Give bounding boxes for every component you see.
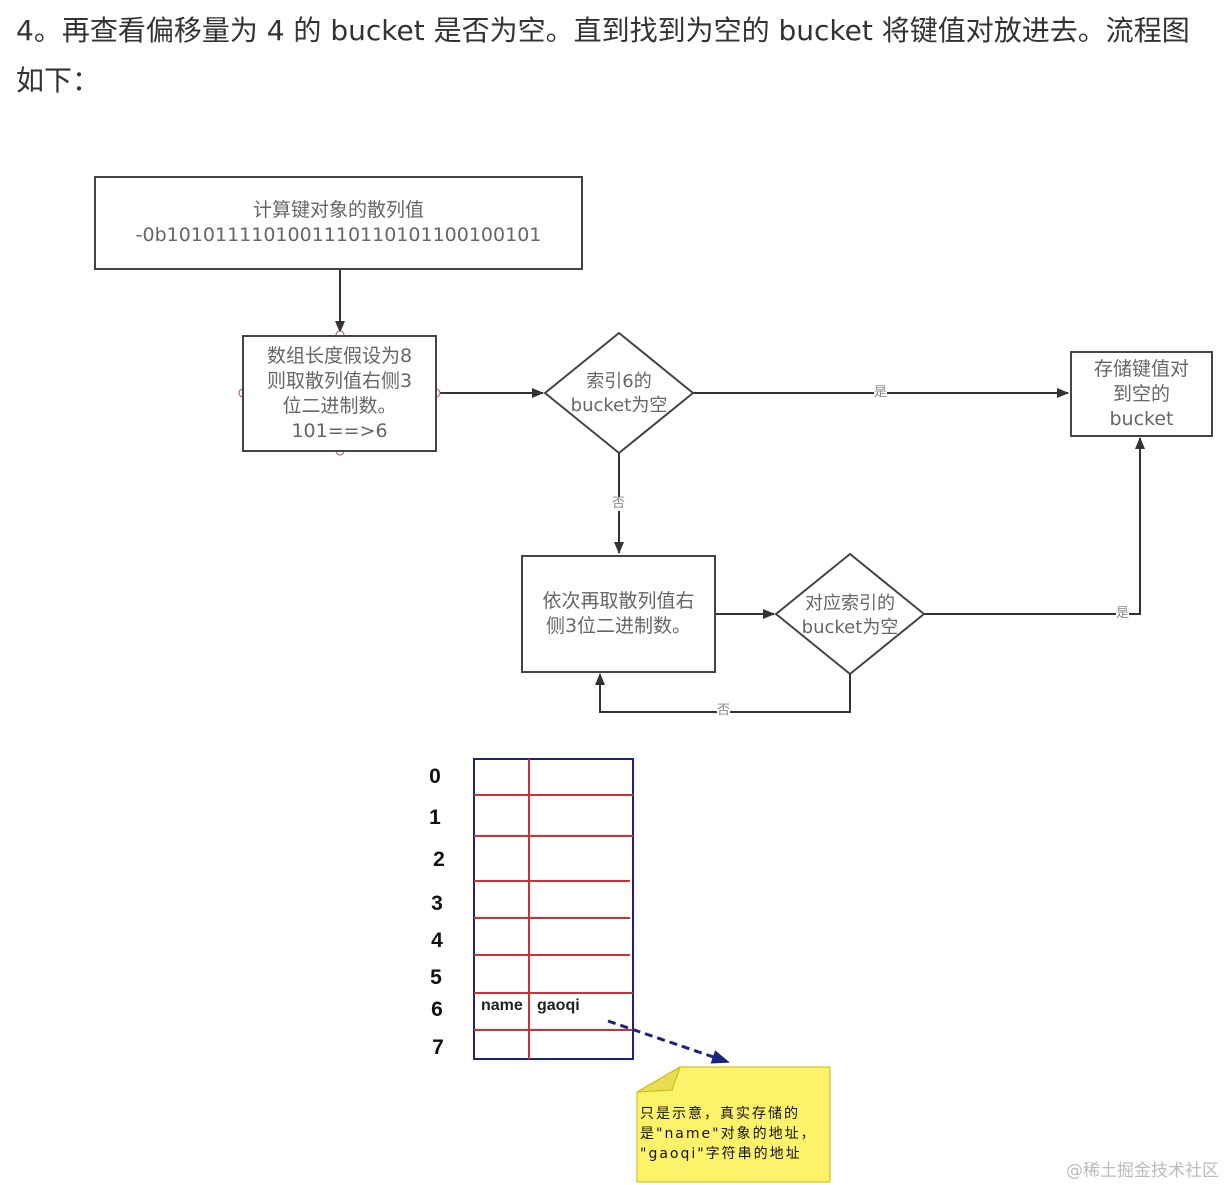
hash-value-box: 计算键对象的散列值 -0b101011110100111011010110010… xyxy=(94,176,583,270)
row-label-1: 1 xyxy=(429,806,441,829)
decision2-diamond xyxy=(774,552,926,676)
yes-label-2: 是 xyxy=(1116,606,1130,621)
index-calc-box: 数组长度假设为8 则取散列值右侧3 位二进制数。 101==>6 xyxy=(242,335,437,452)
entry-key-cell: name xyxy=(481,997,523,1014)
pointer-arrow xyxy=(607,1019,730,1064)
bucket-table-frame xyxy=(473,758,634,1060)
entry-value-cell: gaoqi xyxy=(537,997,580,1014)
no-label-1: 否 xyxy=(612,496,626,511)
watermark: @稀土掘金技术社区 xyxy=(1066,1161,1219,1181)
note-text: 只是示意，真实存储的 是"name"对象的地址， "gaoqi"字符串的地址 xyxy=(640,1106,817,1162)
decision2-label: 对应索引的 bucket为空 xyxy=(801,593,899,638)
retry-box: 依次再取散列值右 侧3位二进制数。 xyxy=(521,555,716,673)
bucket-table-grid xyxy=(474,759,633,1059)
row-label-0: 0 xyxy=(429,765,441,788)
arrow-decision2-yes xyxy=(924,437,1145,615)
decision1-diamond xyxy=(543,331,695,455)
no-label-2: 否 xyxy=(717,703,731,718)
row-label-5: 5 xyxy=(430,966,442,989)
store-box: 存储键值对 到空的 bucket xyxy=(1070,351,1213,437)
row-label-4: 4 xyxy=(431,929,443,952)
heading-text: 4。再查看偏移量为 4 的 bucket 是否为空。直到找到为空的 bucket… xyxy=(16,14,1190,97)
row-label-6: 6 xyxy=(431,998,443,1021)
row-label-2: 2 xyxy=(433,848,445,871)
row-label-3: 3 xyxy=(431,892,443,915)
row-label-7: 7 xyxy=(432,1036,444,1059)
yes-label-1: 是 xyxy=(874,385,888,400)
decision1-label: 索引6的 bucket为空 xyxy=(570,371,668,416)
